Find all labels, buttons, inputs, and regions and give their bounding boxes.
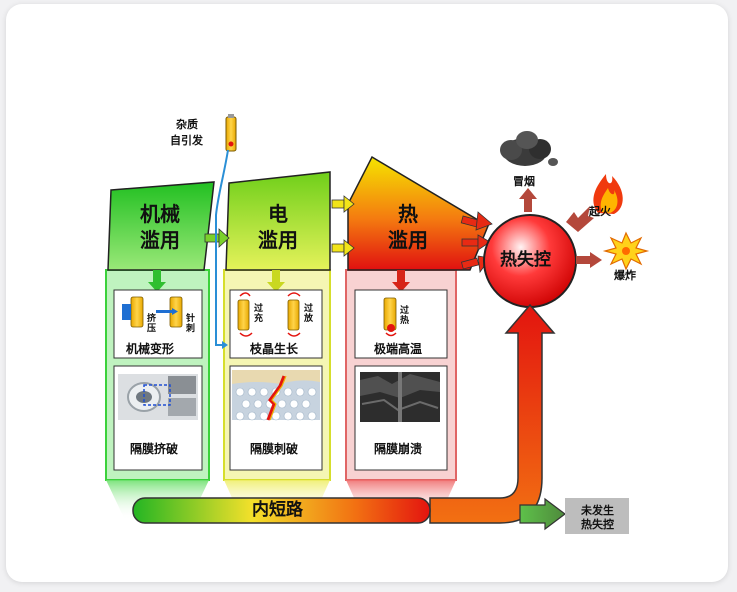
thermal-caption-top: 极端高温 — [374, 342, 423, 356]
overdischarge-label: 过放 — [304, 304, 314, 324]
impurity-label-line2: 自引发 — [170, 134, 203, 147]
thermal-caption-bottom: 隔膜崩溃 — [374, 442, 423, 456]
thermal-abuse-line1: 热 — [398, 202, 418, 226]
thermal-panel-top — [354, 289, 448, 359]
thermal-runaway-label: 热失控 — [500, 250, 551, 270]
arrow-down-electrical — [267, 270, 285, 292]
impurity-path-line — [215, 149, 229, 346]
overcharge-label: 过充 — [254, 304, 264, 324]
separator-crush-image — [118, 374, 198, 420]
arrow-elec-to-heat-top — [331, 195, 355, 213]
electrical-abuse-line2: 滥用 — [258, 228, 298, 252]
no-runaway-line1: 未发生 — [581, 504, 614, 517]
explosion-icon — [602, 231, 650, 271]
mechanical-abuse-block — [107, 181, 215, 271]
arrow-to-fire — [566, 206, 594, 232]
overheat-cell-icon — [383, 297, 397, 337]
electrical-caption-bottom: 隔膜刺破 — [250, 442, 299, 456]
pierce-diagram-icon — [156, 296, 183, 328]
mechanical-caption-top: 机械变形 — [126, 342, 175, 356]
fire-icon — [593, 174, 623, 214]
thermal-abuse-block — [347, 155, 489, 271]
short-circuit-arrow — [132, 303, 566, 531]
arrows-heat-to-runaway — [460, 211, 493, 274]
electrical-caption-top: 枝晶生长 — [250, 342, 299, 356]
arrow-down-mechanical — [148, 270, 166, 292]
fire-label: 起火 — [589, 205, 611, 218]
no-runaway-line2: 热失控 — [581, 518, 614, 531]
smoke-cloud-icon — [500, 131, 558, 166]
short-circuit-label: 内短路 — [252, 500, 303, 520]
arrow-elec-to-heat-bottom — [331, 239, 355, 257]
separator-collapse-image — [360, 372, 440, 422]
overdischarge-cell-icon — [287, 292, 301, 337]
impurity-label-line1: 杂质 — [176, 118, 198, 131]
impurity-cell-icon — [225, 114, 237, 152]
mechanical-caption-bottom: 隔膜挤破 — [130, 442, 179, 456]
pierce-label: 针刺 — [186, 314, 196, 334]
explosion-label: 爆炸 — [614, 269, 636, 282]
mechanical-abuse-line1: 机械 — [140, 202, 180, 226]
arrow-mech-to-elec — [204, 228, 230, 248]
no-runaway-box — [565, 498, 629, 534]
thermal-abuse-line2: 滥用 — [388, 228, 428, 252]
mechanical-abuse-line2: 滥用 — [140, 228, 180, 252]
squeeze-diagram-icon — [122, 296, 144, 328]
electrical-abuse-line1: 电 — [268, 202, 288, 226]
squeeze-label: 挤压 — [147, 314, 157, 334]
overheat-label: 过热 — [400, 306, 410, 326]
arrow-to-smoke — [519, 188, 537, 212]
dendrite-pierce-image — [232, 370, 320, 421]
electrical-abuse-block — [225, 171, 331, 271]
overcharge-cell-icon — [237, 292, 253, 337]
arrow-down-thermal — [392, 270, 410, 292]
arrow-to-explosion — [576, 252, 602, 268]
mechanical-panel-top — [113, 289, 203, 359]
smoke-label: 冒烟 — [513, 175, 535, 188]
